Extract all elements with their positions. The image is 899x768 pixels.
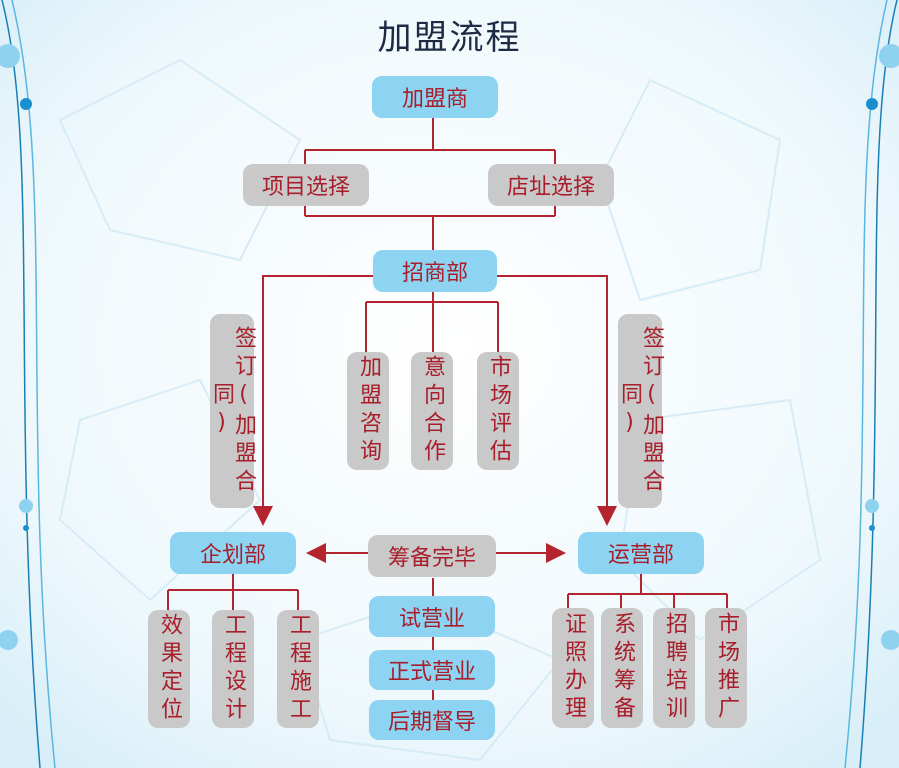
project-select-node: 项目选择 <box>243 164 369 206</box>
contract-left-node: 签订(加盟合同) <box>209 314 256 508</box>
planning-dept-node: 企划部 <box>170 532 296 574</box>
recruit-dept-node: 招商部 <box>373 250 497 292</box>
formal-op-node: 正式营业 <box>369 650 495 690</box>
eng-build-label: 工程施工 <box>286 613 311 725</box>
eng-design-node: 工程设计 <box>212 610 254 728</box>
market-eval-label: 市场评估 <box>486 355 511 467</box>
trial-op-node: 试营业 <box>369 596 495 637</box>
contract-right-node: 签订(加盟合同) <box>617 314 664 508</box>
effect-position-label: 效果定位 <box>157 613 182 725</box>
hire-train-node: 招聘培训 <box>653 608 695 728</box>
intent-node: 意向合作 <box>411 352 453 470</box>
market-eval-node: 市场评估 <box>477 352 519 470</box>
system-prep-node: 系统筹备 <box>601 608 643 728</box>
prep-done-node: 筹备完毕 <box>368 535 496 577</box>
intent-label: 意向合作 <box>420 355 445 467</box>
contract-left-label: 签订(加盟合同) <box>209 325 256 497</box>
franchisee-node: 加盟商 <box>372 76 498 118</box>
effect-position-node: 效果定位 <box>148 610 190 728</box>
consult-label: 加盟咨询 <box>356 355 381 467</box>
promotion-node: 市场推广 <box>705 608 747 728</box>
supervision-node: 后期督导 <box>369 700 495 740</box>
ops-dept-node: 运营部 <box>578 532 704 574</box>
license-label: 证照办理 <box>561 612 586 724</box>
eng-design-label: 工程设计 <box>221 613 246 725</box>
consult-node: 加盟咨询 <box>347 352 389 470</box>
page-title: 加盟流程 <box>377 18 522 58</box>
system-prep-label: 系统筹备 <box>610 612 635 724</box>
eng-build-node: 工程施工 <box>277 610 319 728</box>
contract-right-label: 签订(加盟合同) <box>617 325 664 497</box>
license-node: 证照办理 <box>552 608 594 728</box>
site-select-node: 店址选择 <box>488 164 614 206</box>
hire-train-label: 招聘培训 <box>662 612 687 724</box>
promotion-label: 市场推广 <box>714 612 739 724</box>
